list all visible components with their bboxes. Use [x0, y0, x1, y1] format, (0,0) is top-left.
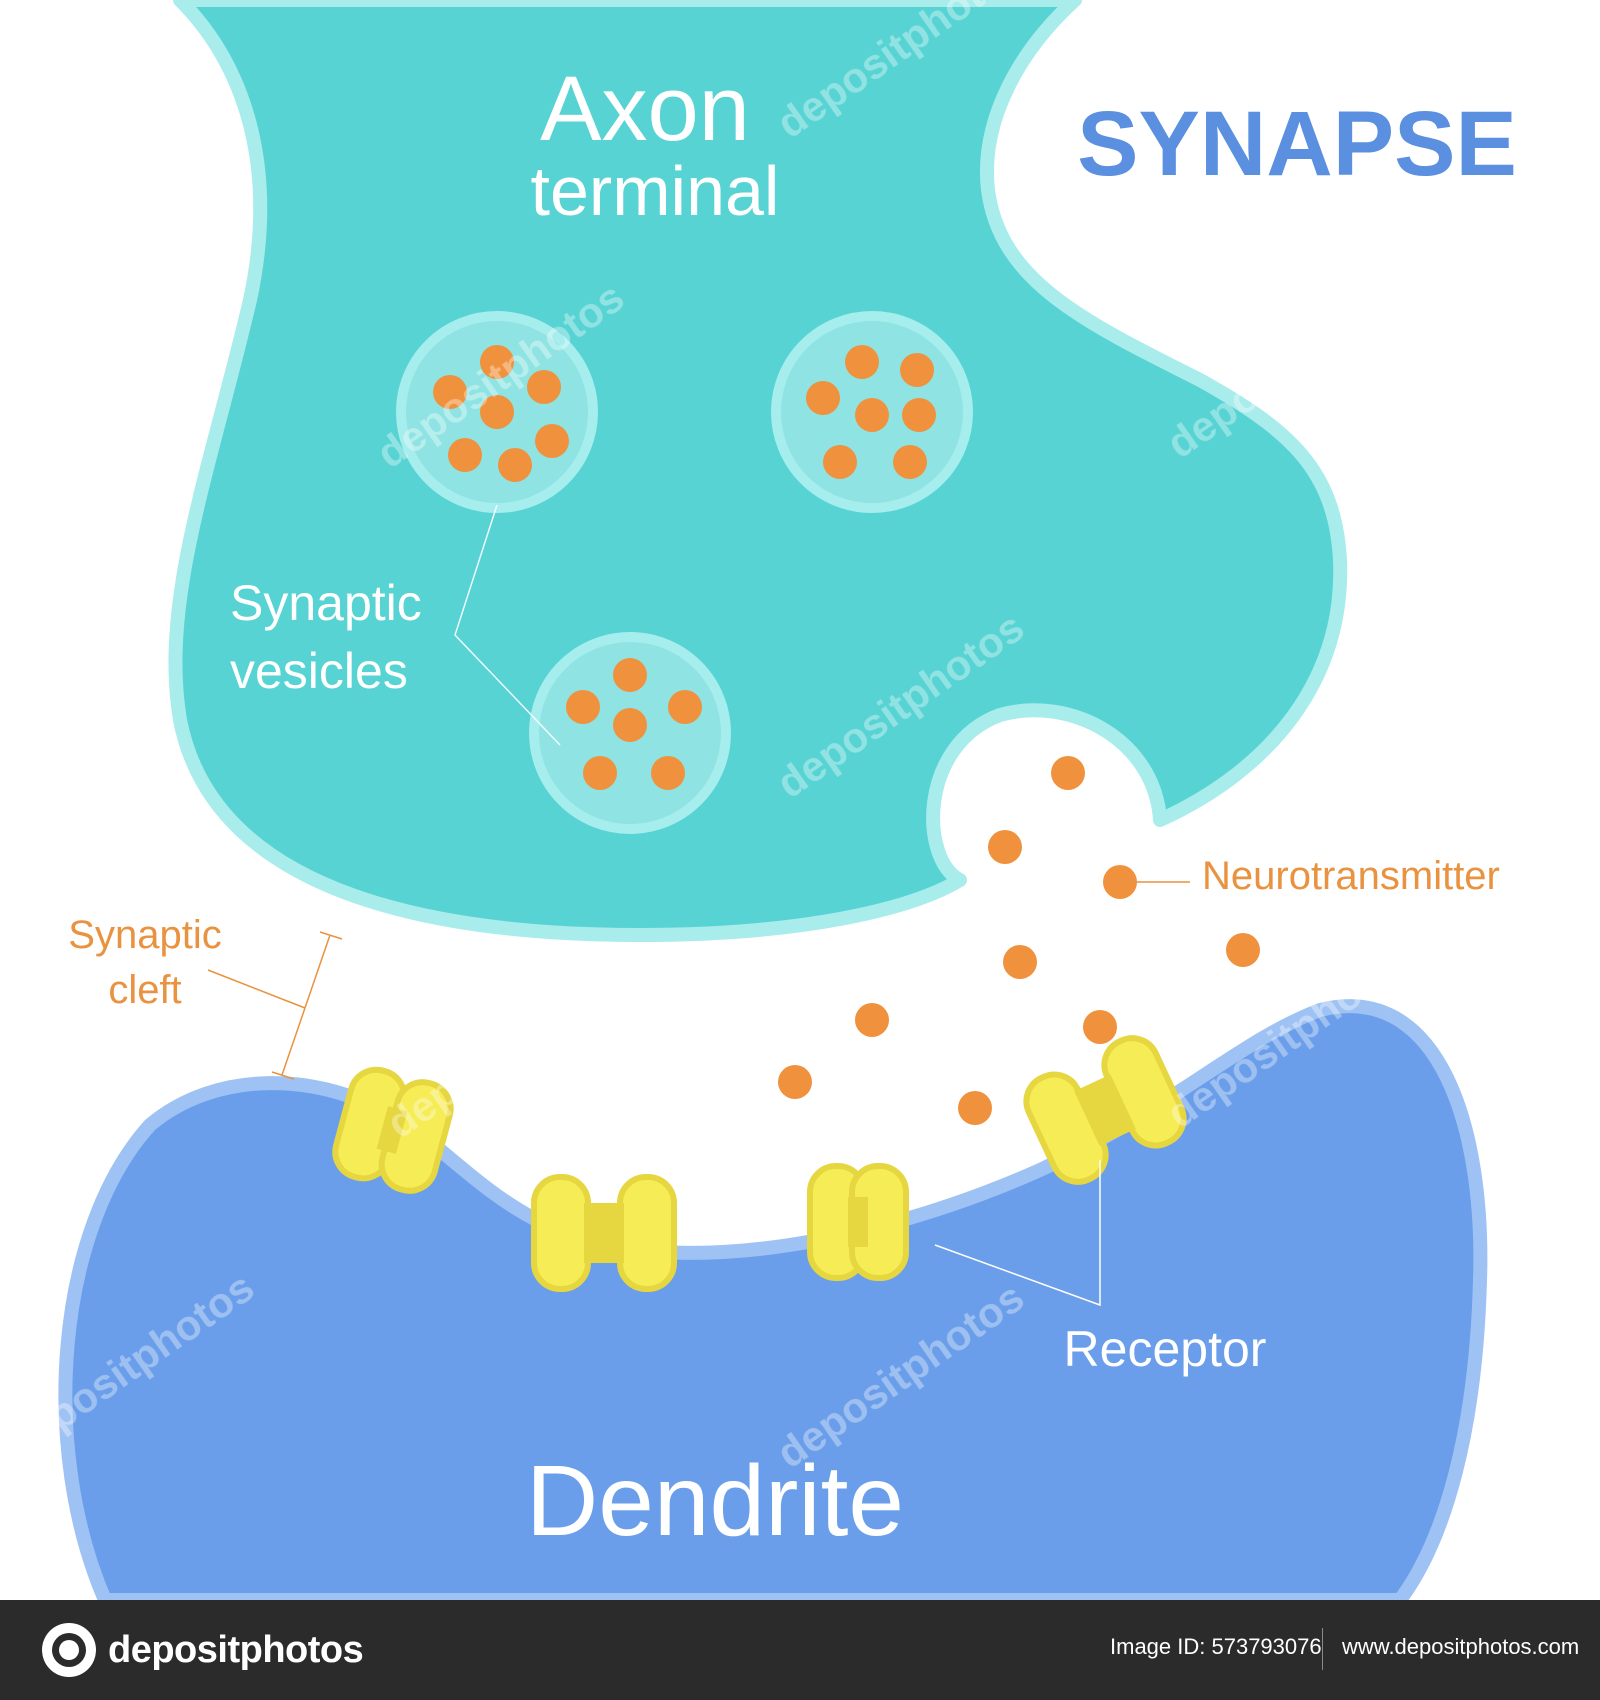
- neurotransmitter-dot: [583, 756, 617, 790]
- depositphotos-logo-icon: [42, 1623, 96, 1677]
- page-title: SYNAPSE: [1077, 93, 1517, 195]
- receptor-4: [1023, 1035, 1187, 1185]
- neurotransmitter-dot: [651, 756, 685, 790]
- neurotransmitter-dot: [988, 830, 1022, 864]
- footer-bar: depositphotos Image ID: 573793076 www.de…: [0, 1600, 1600, 1700]
- neurotransmitter-dot: [613, 658, 647, 692]
- neurotransmitter-dot: [498, 448, 532, 482]
- synaptic-cleft-bracket: [207, 931, 343, 1080]
- neurotransmitter-dot: [855, 398, 889, 432]
- neurotransmitter-dot: [480, 345, 514, 379]
- watermark-text: depositphotos: [378, 943, 642, 1147]
- neurotransmitter-dot: [1051, 756, 1085, 790]
- neurotransmitter-dot: [845, 345, 879, 379]
- neurotransmitter-dot: [900, 353, 934, 387]
- vesicles-label-line1: Synaptic: [230, 575, 422, 631]
- neurotransmitter-dot: [823, 445, 857, 479]
- neurotransmitter-dot: [668, 690, 702, 724]
- axon-label-line1: Axon: [540, 58, 750, 160]
- neurotransmitter-dot: [433, 375, 467, 409]
- neurotransmitter-dot: [806, 381, 840, 415]
- receptor-3: [807, 1163, 909, 1281]
- neurotransmitter-dot: [480, 395, 514, 429]
- synapse-diagram: depositphotos depositphotos depositphoto…: [58, 0, 1517, 1600]
- neurotransmitter-dot: [1226, 933, 1260, 967]
- neurotransmitter-dot: [958, 1091, 992, 1125]
- site-url-link[interactable]: www.depositphotos.com: [1342, 1634, 1580, 1659]
- neurotransmitter-dot: [855, 1003, 889, 1037]
- brand-name: depositphotos: [108, 1628, 364, 1671]
- cleft-label-line2: cleft: [108, 968, 181, 1012]
- receptor-2: [531, 1174, 677, 1292]
- neurotransmitter-dot: [893, 445, 927, 479]
- neurotransmitter-dot: [527, 370, 561, 404]
- footer-brand[interactable]: depositphotos: [40, 1620, 364, 1680]
- receptor-label: Receptor: [1064, 1321, 1267, 1377]
- cleft-label-line1: Synaptic: [68, 913, 221, 957]
- neurotransmitter-dot: [778, 1065, 812, 1099]
- synaptic-vesicle-2: [771, 311, 973, 513]
- released-neurotransmitters: [778, 756, 1260, 1125]
- neurotransmitter-label: Neurotransmitter: [1202, 854, 1500, 898]
- neurotransmitter-dot: [448, 438, 482, 472]
- vesicles-label-line2: vesicles: [230, 643, 408, 699]
- neurotransmitter-dot: [613, 708, 647, 742]
- dendrite-label: Dendrite: [526, 1445, 904, 1557]
- axon-terminal-shape: [168, 0, 1348, 942]
- neurotransmitter-dot: [902, 398, 936, 432]
- axon-label-line2: terminal: [531, 152, 780, 230]
- neurotransmitter-dot: [535, 424, 569, 458]
- receptor-leader-line: [934, 1160, 1101, 1307]
- neurotransmitter-dot: [1003, 945, 1037, 979]
- image-id-text: Image ID: 573793076: [1110, 1634, 1322, 1659]
- neurotransmitter-dot: [1083, 1010, 1117, 1044]
- neurotransmitter-dot: [566, 690, 600, 724]
- synaptic-vesicle-3: [529, 632, 731, 834]
- synaptic-vesicle-1: [396, 311, 598, 513]
- footer-divider: [1322, 1628, 1323, 1670]
- receptor-1: [332, 1066, 454, 1194]
- vesicle-leader-line: [454, 504, 561, 746]
